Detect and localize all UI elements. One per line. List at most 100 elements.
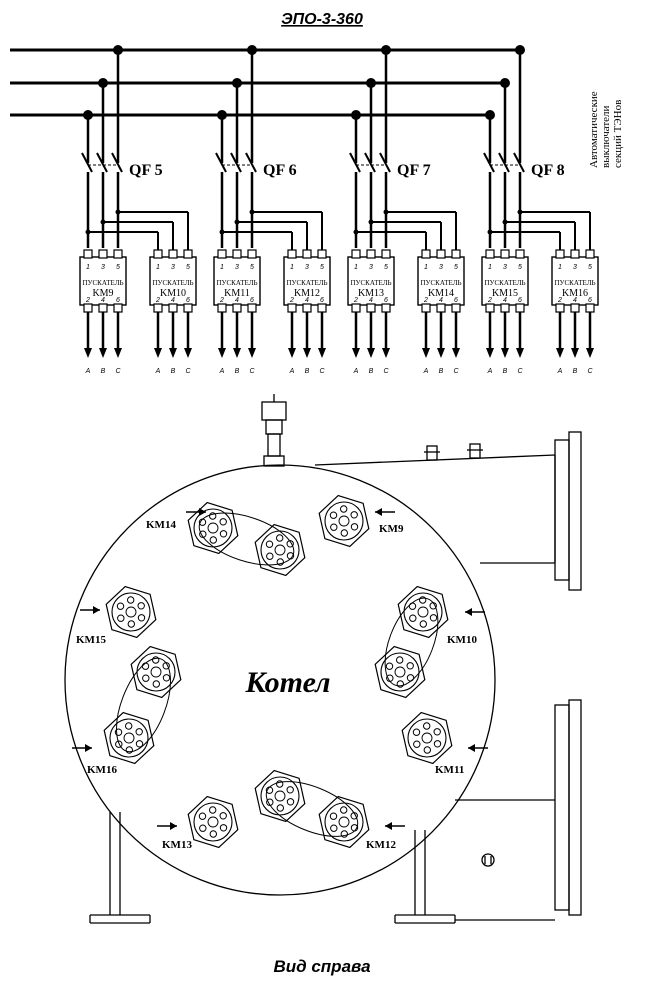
contactor-name: KM10 [160,288,186,299]
pin-top-label: 3 [439,264,443,271]
heater-flange [318,494,370,548]
phase-label: A [423,368,429,375]
side-label-line-2: выключатели [600,105,612,168]
heater-tag-km16: KM16 [72,744,117,776]
bus-tap-dot [247,45,257,55]
pin-bottom-label: 6 [250,297,254,304]
phase-label: A [487,368,493,375]
pin-top-label: 1 [488,264,492,271]
phase-label: A [155,368,161,375]
pin-bottom-label: 4 [305,297,309,304]
contactor-name: KM11 [224,288,250,299]
pin-bottom-label: 6 [518,297,522,304]
pin-top-label: 5 [250,264,254,271]
heater-flange [254,523,306,577]
heater-label: KM10 [447,634,477,646]
bus-tap-dot [232,78,242,88]
heater-flange [105,585,157,639]
pin-bottom-label: 6 [454,297,458,304]
breakers-side-label: Автоматические выключатели секций ТЭНов [588,91,624,168]
heater-label: KM13 [162,839,192,851]
phase-label: B [439,368,444,375]
contactor-word: ПУСКАТЕЛЬ [420,279,461,287]
phase-label: A [85,368,91,375]
view-title: Вид справа [273,957,370,976]
pin-bottom-label: 6 [320,297,324,304]
phase-label: C [587,368,593,375]
pin-bottom-label: 2 [353,297,358,304]
heater-label: KM16 [87,764,117,776]
contactor-word: ПУСКАТЕЛЬ [484,279,525,287]
contactor-name: KM13 [358,288,384,299]
breaker-group-6: QF 612A34B56CПУСКАТЕЛЬKM1112A34B56CПУСКА… [213,45,331,375]
pin-top-label: 5 [320,264,324,271]
heater-tag-km15: KM15 [76,606,106,646]
pin-bottom-label: 2 [155,297,160,304]
phase-label: C [453,368,459,375]
phase-label: B [503,368,508,375]
heater-label: KM15 [76,634,106,646]
heater-tag-km9: KM9 [375,508,404,535]
phase-label: C [115,368,121,375]
pin-top-label: 3 [305,264,309,271]
breaker-label: QF 8 [531,162,565,179]
jumper-loop [198,512,295,566]
pin-top-label: 5 [384,264,388,271]
jumper-loop [265,781,359,837]
heater-flange [318,795,370,849]
heater-flange [401,711,453,765]
breaker-label: QF 7 [397,162,431,179]
pin-top-label: 5 [588,264,592,271]
bus-tap-dot [351,110,361,120]
pin-bottom-label: 4 [235,297,239,304]
side-label-line-1: Автоматические [588,91,600,168]
bus-tap-dot [500,78,510,88]
boiler-body [64,394,582,924]
pin-bottom-label: 4 [439,297,443,304]
bus-tap-dot [113,45,123,55]
phase-label: B [369,368,374,375]
pin-bottom-label: 2 [289,297,294,304]
pin-top-label: 3 [503,264,507,271]
pin-bottom-label: 2 [423,297,428,304]
pin-top-label: 1 [220,264,224,271]
pin-top-label: 5 [518,264,522,271]
pin-top-label: 1 [290,264,294,271]
phase-label: C [517,368,523,375]
pin-top-label: 5 [454,264,458,271]
pin-bottom-label: 6 [384,297,388,304]
contactor-word: ПУСКАТЕЛЬ [82,279,123,287]
phase-label: B [171,368,176,375]
phase-label: C [319,368,325,375]
heater-label: KM9 [379,523,404,535]
pin-top-label: 3 [369,264,373,271]
contactor-word: ПУСКАТЕЛЬ [152,279,193,287]
contactor-word: ПУСКАТЕЛЬ [286,279,327,287]
boiler-label: Котел [244,666,330,699]
diagram-title: ЭПО-3-360 [281,11,363,28]
contactor-word: ПУСКАТЕЛЬ [554,279,595,287]
pin-bottom-label: 4 [369,297,373,304]
pin-bottom-label: 6 [116,297,120,304]
phase-label: C [383,368,389,375]
pin-top-label: 3 [573,264,577,271]
bus-tap-dot [515,45,525,55]
breaker-group-7: QF 712A34B56CПУСКАТЕЛЬKM1312A34B56CПУСКА… [347,45,465,375]
phase-label: B [101,368,106,375]
bus-tap-dot [98,78,108,88]
bus-bars [10,48,520,117]
breaker-group-5: QF 512A34B56CПУСКАТЕЛЬKM912A34B56CПУСКАТ… [79,45,197,375]
pin-bottom-label: 2 [219,297,224,304]
pin-top-label: 3 [101,264,105,271]
breaker-label: QF 5 [129,162,163,179]
phase-label: A [219,368,225,375]
breaker-groups: QF 512A34B56CПУСКАТЕЛЬKM912A34B56CПУСКАТ… [79,45,599,375]
pin-top-label: 3 [171,264,175,271]
contactor-word: ПУСКАТЕЛЬ [216,279,257,287]
pin-bottom-label: 4 [101,297,105,304]
